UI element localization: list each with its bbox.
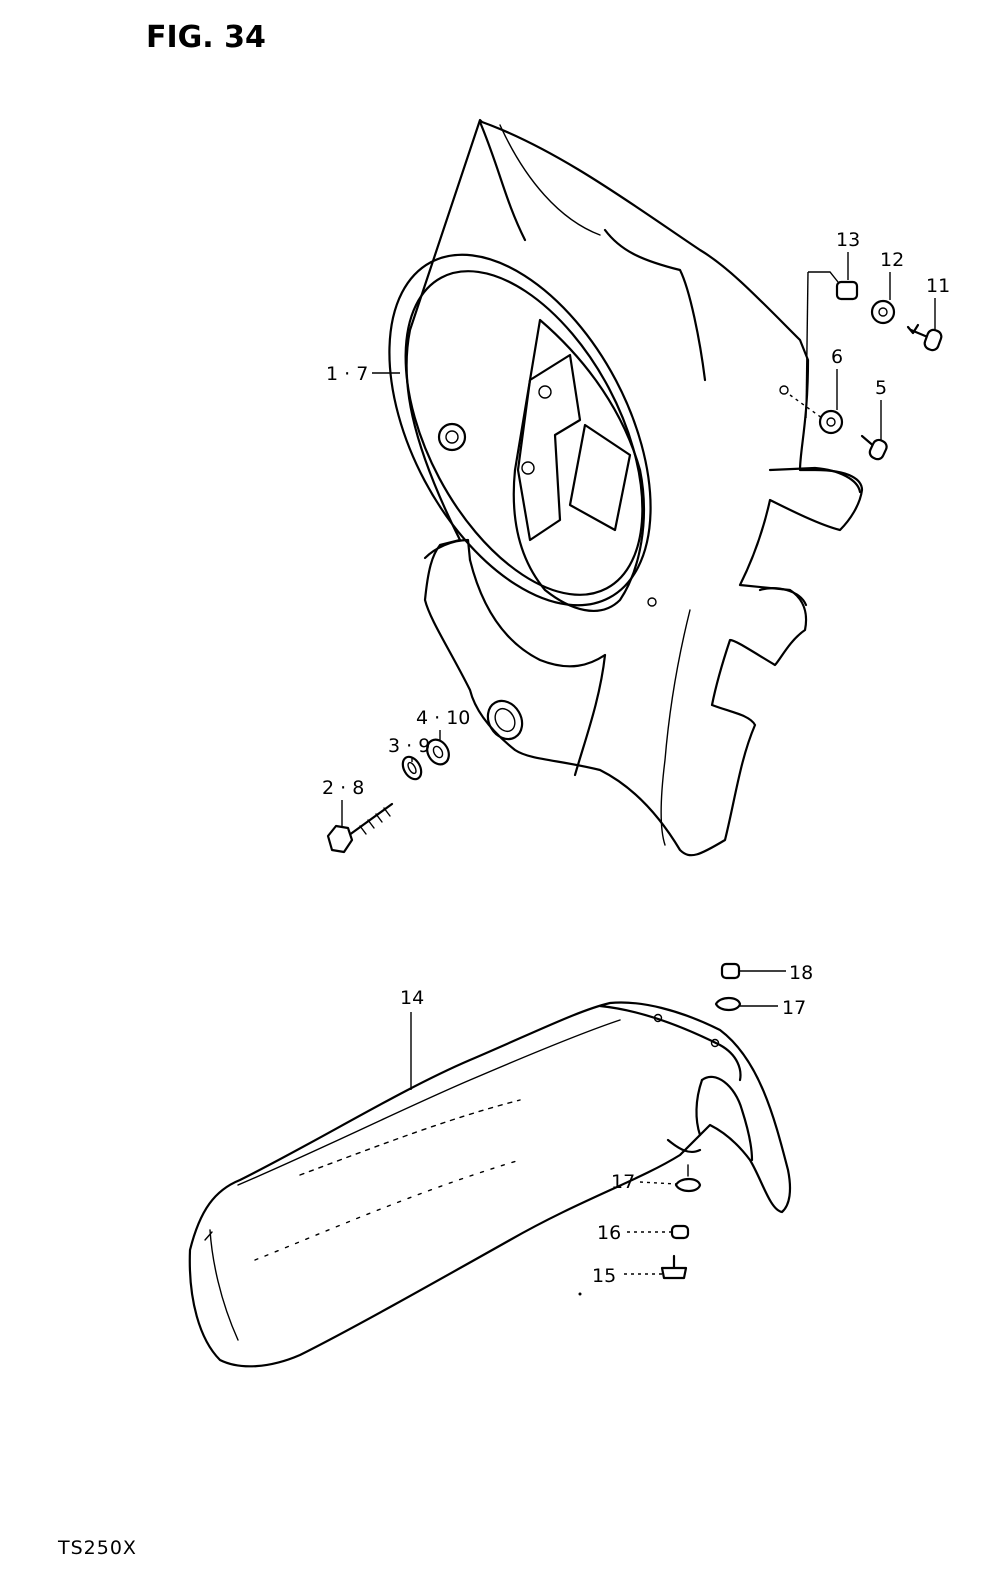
callout-5: 5 [875,377,887,399]
model-code: TS250X [58,1537,137,1559]
front-fender-drawing [188,1001,792,1368]
callouts: 1 · 7 2 · 8 3 · 9 4 · 10 5 6 11 12 13 14… [322,229,950,1287]
callout-16: 16 [597,1222,621,1244]
callout-3-9: 3 · 9 [388,735,430,757]
hardware-upper-right [789,271,943,461]
callout-2-8: 2 · 8 [322,777,364,799]
callout-17-lower: 17 [611,1171,635,1193]
callout-12: 12 [880,249,904,271]
callout-1-7: 1 · 7 [326,363,368,385]
callout-13: 13 [836,229,860,251]
callout-4-10: 4 · 10 [416,707,470,729]
callout-6: 6 [831,346,843,368]
hardware-lower-left [326,738,450,854]
callout-14: 14 [400,987,424,1009]
callout-18: 18 [789,962,813,984]
callout-17-upper: 17 [782,997,806,1019]
headlight-housing-drawing [388,118,864,857]
callout-11: 11 [926,275,950,297]
figure-title: FIG. 34 [146,20,266,55]
callout-15: 15 [592,1265,616,1287]
